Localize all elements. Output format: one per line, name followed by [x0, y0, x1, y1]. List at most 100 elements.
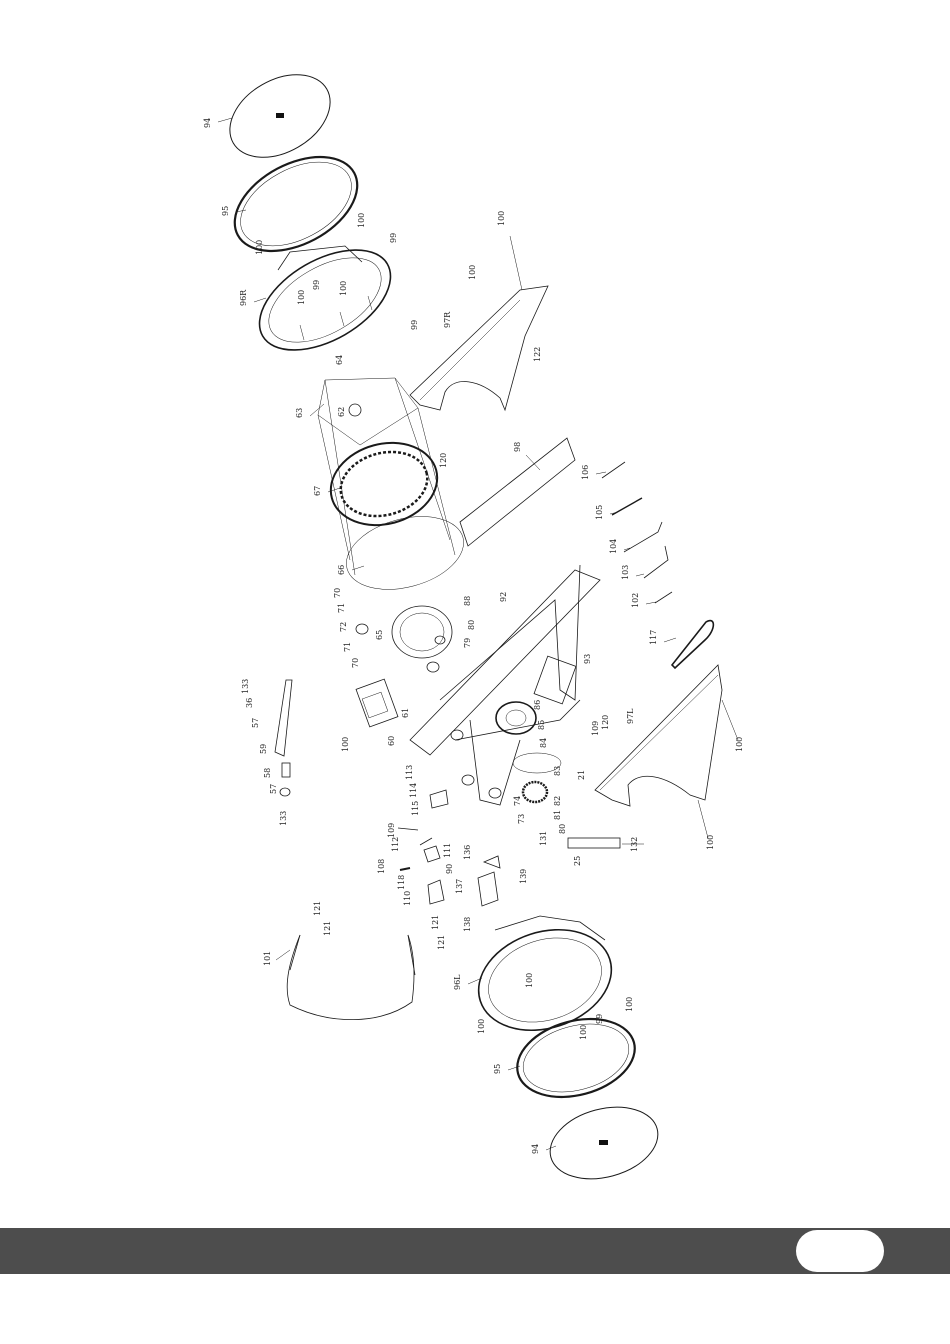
- label-62: 62: [337, 407, 346, 417]
- label-90: 90: [445, 864, 454, 874]
- label-106: 106: [581, 465, 590, 480]
- label-100b: 100: [357, 213, 366, 228]
- label-93: 93: [583, 654, 592, 664]
- label-97l: 97L: [626, 708, 635, 724]
- label-137: 137: [455, 879, 464, 894]
- label-100e: 100: [341, 737, 350, 752]
- ring-top: [233, 155, 359, 253]
- magnet-ring: [329, 441, 439, 527]
- side-plate-right: [409, 285, 549, 412]
- label-138: 138: [463, 917, 472, 932]
- label-60: 60: [387, 736, 396, 746]
- label-100-upper: 100: [468, 265, 477, 280]
- label-122: 122: [533, 347, 542, 362]
- label-61: 61: [401, 708, 410, 718]
- label-80b: 80: [558, 824, 567, 834]
- label-95b: 95: [493, 1064, 502, 1074]
- label-67: 67: [313, 486, 322, 496]
- label-96l: 96L: [453, 974, 462, 990]
- label-121d: 121: [437, 935, 446, 950]
- part-labels: 94 95 96R 99 100 99 100 100 100 63 67 66…: [203, 118, 744, 1154]
- label-98: 98: [513, 442, 522, 452]
- label-99b: 99: [389, 233, 398, 243]
- label-104: 104: [609, 539, 618, 554]
- footer-bar: [0, 1228, 950, 1274]
- label-120a: 120: [439, 453, 448, 468]
- label-74: 74: [513, 796, 522, 806]
- label-80a: 80: [467, 620, 476, 630]
- label-100k: 100: [625, 997, 634, 1012]
- label-121c: 121: [431, 915, 440, 930]
- label-100l: 100: [579, 1025, 588, 1040]
- label-95a: 95: [221, 206, 230, 216]
- label-99a: 99: [312, 280, 321, 290]
- main-frame: [409, 564, 601, 806]
- curved-cover: [286, 934, 416, 1021]
- label-64: 64: [335, 355, 344, 365]
- housing-left: [477, 915, 613, 1032]
- label-115: 115: [411, 801, 420, 816]
- bar-98: [459, 437, 576, 547]
- label-83: 83: [553, 766, 562, 776]
- label-120b: 120: [601, 715, 610, 730]
- label-132: 132: [630, 837, 639, 852]
- side-plate-left: [594, 664, 723, 807]
- label-133b: 133: [279, 811, 288, 826]
- label-86: 86: [533, 700, 542, 710]
- label-103: 103: [621, 565, 630, 580]
- label-72: 72: [339, 622, 348, 632]
- label-100h: 100: [735, 737, 744, 752]
- label-100m: 100: [477, 1019, 486, 1034]
- label-65: 65: [375, 630, 384, 640]
- label-71b: 71: [343, 642, 352, 652]
- label-110: 110: [403, 891, 412, 906]
- disc-84: [512, 752, 562, 774]
- label-21: 21: [577, 770, 586, 780]
- label-58: 58: [263, 768, 272, 778]
- label-108: 108: [377, 859, 386, 874]
- cover-disc-top: [229, 74, 331, 158]
- label-105: 105: [595, 505, 604, 520]
- disc-66: [346, 516, 464, 590]
- pulley: [495, 701, 537, 735]
- bolts: [601, 461, 673, 604]
- label-121b: 121: [323, 921, 332, 936]
- label-88: 88: [463, 596, 472, 606]
- label-100c: 100: [255, 240, 264, 255]
- label-57b: 57: [269, 784, 278, 794]
- label-117: 117: [649, 630, 658, 645]
- label-109: 109: [591, 721, 600, 736]
- label-99c: 99: [410, 320, 419, 330]
- label-114: 114: [409, 783, 418, 798]
- label-139: 139: [519, 869, 528, 884]
- label-59: 59: [259, 744, 268, 754]
- label-94a: 94: [203, 118, 212, 128]
- label-131: 131: [539, 831, 548, 846]
- label-82: 82: [553, 796, 562, 806]
- label-66: 66: [337, 565, 346, 575]
- label-113: 113: [405, 765, 414, 780]
- belt: [670, 619, 715, 670]
- disc-65: [391, 605, 453, 659]
- bracket-132: [567, 837, 621, 849]
- label-94b: 94: [531, 1144, 540, 1154]
- label-118: 118: [397, 875, 406, 890]
- label-36a: 36: [245, 698, 254, 708]
- label-99d: 99: [595, 1014, 604, 1024]
- label-101: 101: [263, 951, 272, 966]
- label-100f: 100: [497, 211, 506, 226]
- label-96r: 96R: [239, 289, 248, 306]
- label-97r: 97R: [443, 311, 452, 328]
- leader-lines: [217, 117, 739, 1151]
- label-100i: 100: [706, 835, 715, 850]
- page-number-badge: [796, 1230, 884, 1272]
- lever-arm: [274, 679, 293, 757]
- label-63: 63: [295, 408, 304, 418]
- label-136: 136: [463, 845, 472, 860]
- label-100j: 100: [525, 973, 534, 988]
- label-71a: 71: [337, 603, 346, 613]
- label-133a: 133: [241, 679, 250, 694]
- cover-disc-bottom: [549, 1106, 659, 1180]
- label-112: 112: [391, 837, 400, 852]
